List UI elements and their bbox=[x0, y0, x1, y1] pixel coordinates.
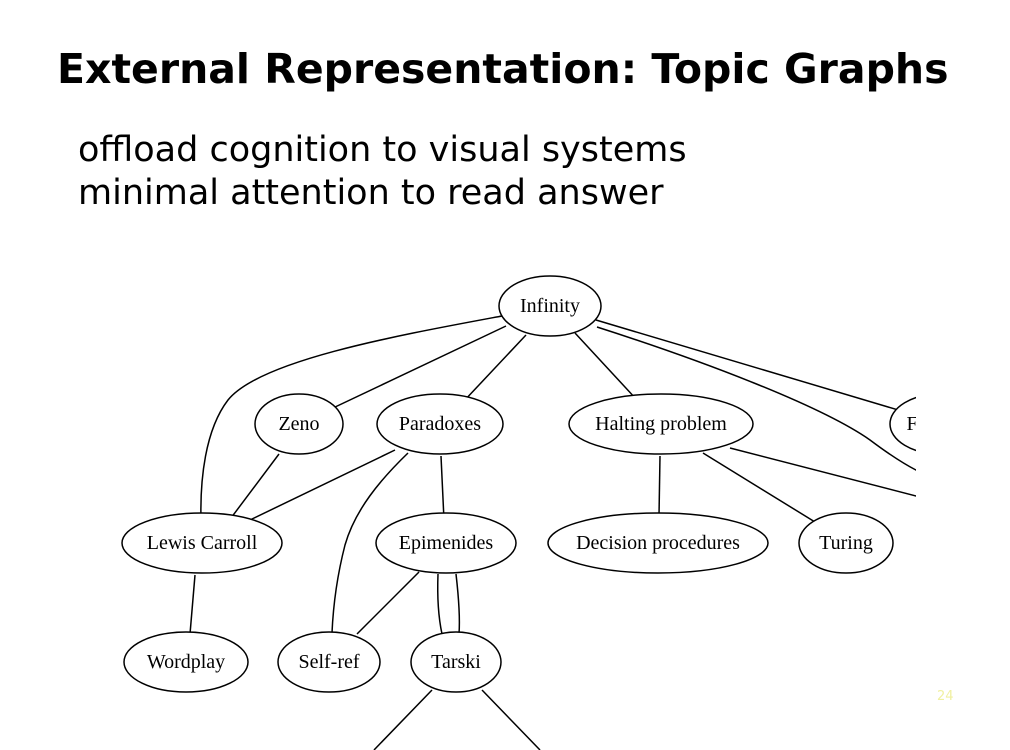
node-tarski bbox=[410, 631, 502, 693]
label-zeno: Zeno bbox=[278, 413, 319, 435]
edge-halting-turing bbox=[702, 452, 816, 523]
edge-infinity-carroll bbox=[200, 315, 503, 521]
graph-labels: Infinity Zeno Paradoxes Halting problem … bbox=[147, 295, 917, 673]
node-wordplay bbox=[123, 631, 249, 693]
edge-paradoxes-carroll bbox=[249, 449, 396, 521]
node-decision bbox=[547, 512, 769, 574]
label-carroll: Lewis Carroll bbox=[147, 532, 258, 554]
label-wordplay: Wordplay bbox=[147, 651, 225, 673]
label-turing: Turing bbox=[819, 532, 873, 554]
edge-carroll-wordplay bbox=[189, 574, 196, 635]
edge-halting-offscreen bbox=[729, 447, 916, 497]
edge-epimenides-selfref bbox=[356, 571, 420, 635]
graph-nodes bbox=[121, 275, 916, 693]
page-number: 24 bbox=[937, 689, 954, 704]
node-carroll bbox=[121, 512, 283, 574]
edge-epimenides-tarski-b bbox=[455, 573, 461, 635]
edge-infinity-paradoxes bbox=[462, 334, 527, 403]
edge-epimenides-tarski-a bbox=[437, 573, 443, 635]
node-epimenides bbox=[375, 512, 517, 574]
node-partial bbox=[889, 396, 916, 452]
slide-title: External Representation: Topic Graphs bbox=[57, 45, 949, 93]
node-zeno bbox=[254, 393, 344, 455]
bullet-minimal-attention: minimal attention to read answer bbox=[78, 173, 664, 213]
edge-infinity-partial bbox=[595, 319, 906, 413]
edge-halting-decision bbox=[658, 455, 661, 517]
edge-infinity-zeno bbox=[332, 325, 507, 409]
edge-paradoxes-epimenides bbox=[440, 455, 445, 521]
label-halting: Halting problem bbox=[595, 413, 727, 435]
bullet-offload-cognition: offload cognition to visual systems bbox=[78, 130, 687, 170]
node-halting bbox=[568, 393, 754, 455]
label-selfref: Self-ref bbox=[298, 651, 359, 673]
label-decision: Decision procedures bbox=[576, 532, 740, 554]
node-infinity bbox=[498, 275, 602, 337]
edge-infinity-offscreen bbox=[596, 326, 916, 471]
label-epimenides: Epimenides bbox=[399, 532, 494, 554]
edge-zeno-carroll bbox=[227, 453, 280, 523]
label-tarski: Tarski bbox=[431, 651, 481, 673]
node-turing bbox=[798, 512, 894, 574]
node-selfref bbox=[277, 631, 381, 693]
label-paradoxes: Paradoxes bbox=[399, 413, 481, 435]
graph-edges bbox=[189, 315, 916, 750]
edge-infinity-halting bbox=[574, 332, 638, 401]
label-infinity: Infinity bbox=[520, 295, 580, 317]
edge-tarski-left bbox=[373, 689, 433, 750]
edge-tarski-right bbox=[481, 689, 541, 750]
edge-paradoxes-selfref bbox=[331, 452, 409, 634]
node-paradoxes bbox=[376, 393, 504, 455]
label-partial: F bbox=[906, 413, 917, 435]
